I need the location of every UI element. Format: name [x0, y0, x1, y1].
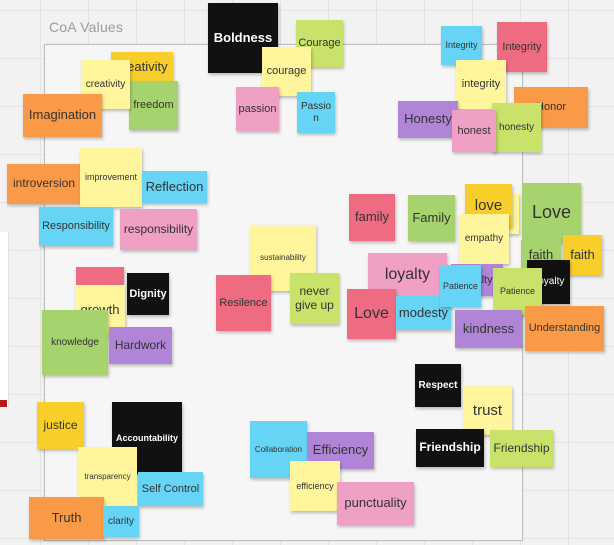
- sticky-note-efficiency[interactable]: efficiency: [290, 461, 340, 511]
- sticky-note-responsibility[interactable]: responsibility: [120, 209, 197, 250]
- sticky-note-respect[interactable]: Respect: [415, 364, 461, 407]
- sticky-note-patience[interactable]: Patience: [493, 268, 542, 315]
- sticky-note-clarity[interactable]: clarity: [103, 506, 139, 537]
- sticky-note-love[interactable]: Love: [347, 289, 396, 339]
- sticky-note-love[interactable]: Love: [522, 183, 581, 242]
- sticky-note-understanding[interactable]: Understanding: [525, 306, 604, 351]
- sticky-note-efficiency[interactable]: Efficiency: [307, 432, 374, 469]
- sticky-note-improvement[interactable]: improvement: [80, 148, 142, 207]
- sticky-note-imagination[interactable]: Imagination: [23, 94, 102, 137]
- sticky-note-truth[interactable]: Truth: [29, 497, 104, 539]
- sticky-note-never-give-up[interactable]: never give up: [290, 273, 339, 324]
- sticky-note-courage[interactable]: courage: [262, 47, 311, 96]
- sticky-note-kindness[interactable]: kindness: [455, 310, 522, 348]
- sticky-note-freedom[interactable]: freedom: [129, 81, 178, 130]
- sticky-note-justice[interactable]: justice: [37, 402, 84, 449]
- sticky-note-honest[interactable]: honest: [452, 110, 496, 152]
- sticky-note-honesty[interactable]: honesty: [492, 103, 541, 152]
- sticky-note-responsibility[interactable]: Responsibility: [39, 207, 113, 246]
- sticky-note-blank[interactable]: [76, 267, 124, 287]
- sticky-note-resilence[interactable]: Resilence: [216, 275, 271, 331]
- sticky-note-integrity[interactable]: integrity: [456, 60, 506, 109]
- sticky-note-reflection[interactable]: Reflection: [142, 171, 207, 203]
- sticky-note-dignity[interactable]: Dignity: [127, 273, 169, 315]
- frame-title[interactable]: CoA Values: [49, 19, 124, 35]
- sticky-note-friendship[interactable]: Friendship: [490, 430, 553, 467]
- sticky-note-empathy[interactable]: empathy: [459, 214, 509, 264]
- sticky-note-trust[interactable]: trust: [463, 386, 512, 435]
- sticky-note-knowledge[interactable]: knowledge: [42, 310, 108, 375]
- sticky-note-family[interactable]: family: [349, 194, 395, 241]
- sticky-note-passion[interactable]: passion: [236, 87, 279, 131]
- left-side-panel: [0, 232, 9, 406]
- left-panel-marker: [0, 400, 7, 407]
- sticky-note-family[interactable]: Family: [408, 195, 455, 241]
- sticky-note-patience[interactable]: Patience: [440, 265, 481, 307]
- sticky-note-hardwork[interactable]: Hardwork: [109, 327, 172, 364]
- sticky-note-self-control[interactable]: Self Control: [138, 472, 203, 506]
- sticky-note-passion[interactable]: Passion: [297, 92, 335, 133]
- sticky-note-punctuality[interactable]: punctuality: [337, 482, 414, 525]
- sticky-note-introversion[interactable]: introversion: [7, 164, 81, 204]
- sticky-note-integrity[interactable]: Integrity: [441, 26, 482, 65]
- sticky-note-honesty[interactable]: Honesty: [398, 101, 458, 138]
- sticky-note-friendship[interactable]: Friendship: [416, 429, 484, 467]
